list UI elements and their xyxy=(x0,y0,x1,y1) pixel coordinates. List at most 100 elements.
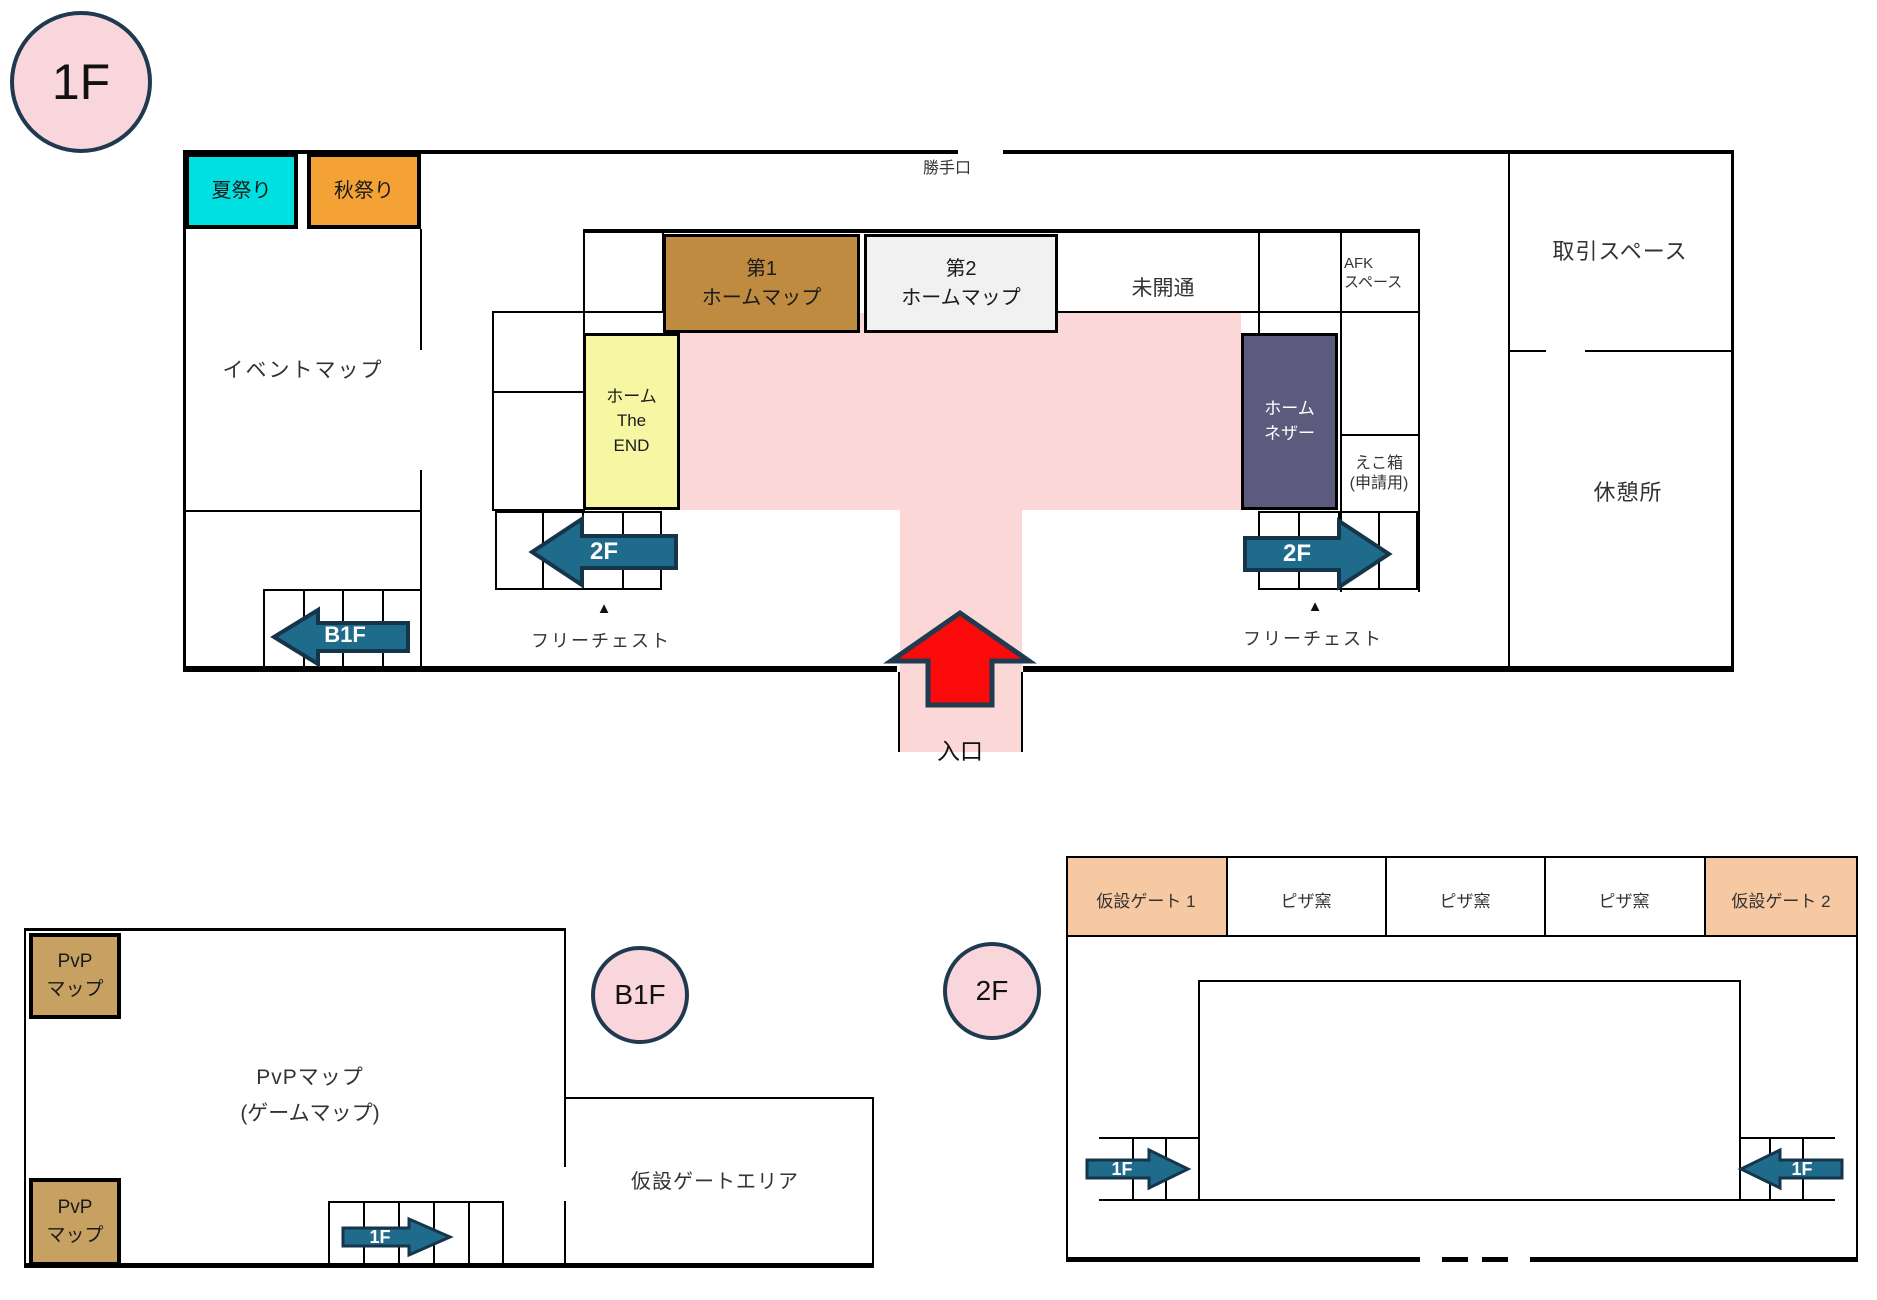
temp-gate-1-cell xyxy=(1066,856,1226,935)
free-chest-left-text: フリーチェスト xyxy=(531,630,671,651)
floor2-badge-label: 2F xyxy=(975,975,1009,1006)
event-map-text: イベントマップ xyxy=(222,358,384,382)
home-nether-line2: ネザー xyxy=(1264,423,1315,443)
wall-segment xyxy=(1704,856,1706,937)
wall-segment xyxy=(1258,229,1260,335)
wall-segment xyxy=(1741,1137,1835,1139)
wall-segment xyxy=(492,509,585,511)
arrow-right-shape xyxy=(1085,1147,1192,1191)
back-door-text: 勝手口 xyxy=(922,160,971,177)
arrow-left-shape xyxy=(270,606,410,668)
free-chest-left-label: フリーチェスト xyxy=(506,629,696,653)
wall-segment xyxy=(502,1201,504,1263)
pvp-map-box-bottom: PvP マップ xyxy=(29,1178,121,1266)
temp-gate-area-label: 仮設ゲートエリア xyxy=(605,1168,825,1196)
b1f-stairs-text: 1F xyxy=(369,1226,391,1247)
home-map-2-box: 第2 ホームマップ xyxy=(864,234,1058,333)
trade-space-text: 取引スペース xyxy=(1552,239,1688,265)
floor2-stairs-right-text: 1F xyxy=(1791,1158,1813,1179)
rest-area-label: 休憩所 xyxy=(1528,477,1728,509)
stairs-up-left-text: 2F xyxy=(589,538,618,565)
back-door-label: 勝手口 xyxy=(897,158,997,180)
wall-segment xyxy=(1530,1257,1858,1262)
entrance-label: 入口 xyxy=(920,736,1000,766)
pvp-top-line1: PvP xyxy=(57,951,93,973)
wall-segment xyxy=(564,928,566,1167)
rest-area-text: 休憩所 xyxy=(1593,480,1663,506)
pizza-oven-label-1: ピザ窯 xyxy=(1230,890,1382,914)
wall-segment xyxy=(564,1097,874,1099)
eco-box-line2: (申請用) xyxy=(1349,475,1409,492)
afk-space-label: AFK スペース xyxy=(1344,248,1416,300)
arrow-right-shape xyxy=(1243,517,1393,591)
wall-segment xyxy=(1418,229,1420,592)
lobby-pink-area xyxy=(680,313,1241,510)
stairs-down-b1f-label: B1F xyxy=(300,614,390,656)
pizza-oven-text-3: ピザ窯 xyxy=(1598,892,1650,912)
trade-space-label: 取引スペース xyxy=(1520,236,1720,268)
wall-segment xyxy=(1482,1257,1508,1262)
chest-marker-right: ▲ xyxy=(1305,598,1325,616)
stairs-up-right-arrow xyxy=(1243,517,1393,591)
pvp-room-label-line2: (ゲームマップ) xyxy=(200,1100,420,1128)
wall-segment xyxy=(1066,935,1858,937)
home-map-1-line2: ホームマップ xyxy=(701,286,822,309)
wall-segment xyxy=(328,1201,504,1203)
entrance-text: 入口 xyxy=(937,737,983,764)
wall-segment xyxy=(328,1201,330,1263)
wall-segment xyxy=(183,150,958,154)
afk-line2: スペース xyxy=(1344,274,1403,291)
wall-segment xyxy=(492,311,494,511)
wall-segment xyxy=(183,150,186,672)
stairs-down-1f-label-right: 1F xyxy=(1772,1150,1832,1188)
floor2-stairs-left-text: 1F xyxy=(1111,1158,1133,1179)
stairs-up-right-arrow-label: 2F xyxy=(1253,529,1341,579)
pizza-oven-text-1: ピザ窯 xyxy=(1280,892,1332,912)
home-nether-box: ホーム ネザー xyxy=(1241,333,1338,510)
wall-segment xyxy=(583,229,1418,233)
pvp-top-line2: マップ xyxy=(46,979,104,1000)
pvp-room-text1: PvPマップ xyxy=(256,1065,364,1089)
home-map-2-line1: 第2 xyxy=(945,257,977,280)
autumn-festival-label: 秋祭り xyxy=(334,179,394,202)
wall-segment xyxy=(1731,150,1734,672)
wall-segment xyxy=(468,1201,470,1263)
wall-segment xyxy=(1340,229,1342,592)
wall-segment xyxy=(1340,434,1420,436)
stairs-down-text: B1F xyxy=(324,622,366,647)
wall-segment xyxy=(872,1097,874,1268)
temp-gate-area-text: 仮設ゲートエリア xyxy=(631,1170,799,1193)
floor1-badge-label: 1F xyxy=(51,54,111,110)
floor2-badge: 2F xyxy=(943,942,1041,1040)
wall-segment xyxy=(24,928,26,1268)
wall-segment xyxy=(492,391,585,393)
wall-segment xyxy=(1058,311,1418,313)
pvp-room-text2: (ゲームマップ) xyxy=(240,1101,380,1125)
wall-segment xyxy=(24,928,566,931)
wall-segment xyxy=(1508,150,1510,672)
afk-line1: AFK xyxy=(1344,255,1374,273)
wall-segment xyxy=(1003,150,1734,154)
wall-segment xyxy=(24,1263,874,1268)
arrow-left-shape xyxy=(1737,1147,1844,1191)
wall-segment xyxy=(420,229,422,350)
stairs-up-1f-label-b1f: 1F xyxy=(350,1219,410,1255)
stairs-up-right-text: 2F xyxy=(1282,540,1311,567)
home-map-1-box: 第1 ホームマップ xyxy=(663,234,860,333)
stairs-up-left-arrow xyxy=(528,515,678,589)
temp-gate-1-label: 仮設ゲート 1 xyxy=(1070,890,1222,914)
arrow-right-shape xyxy=(341,1216,454,1258)
pvp-bottom-line1: PvP xyxy=(57,1197,93,1219)
stairs-up-left-arrow-label: 2F xyxy=(560,527,648,577)
wall-segment xyxy=(564,1201,566,1268)
autumn-festival-box: 秋祭り xyxy=(307,153,421,229)
wall-segment xyxy=(1856,856,1858,1261)
courtyard-rect xyxy=(1198,980,1741,1201)
home-map-1-line1: 第1 xyxy=(745,257,778,280)
stairs-up-1f-arrow-b1f xyxy=(341,1216,454,1258)
free-chest-right-label: フリーチェスト xyxy=(1218,627,1408,651)
wall-segment xyxy=(1099,1137,1198,1139)
temp-gate-1-text: 仮設ゲート 1 xyxy=(1096,892,1196,912)
chest-marker-left: ▲ xyxy=(594,600,614,618)
wall-segment xyxy=(183,510,421,512)
